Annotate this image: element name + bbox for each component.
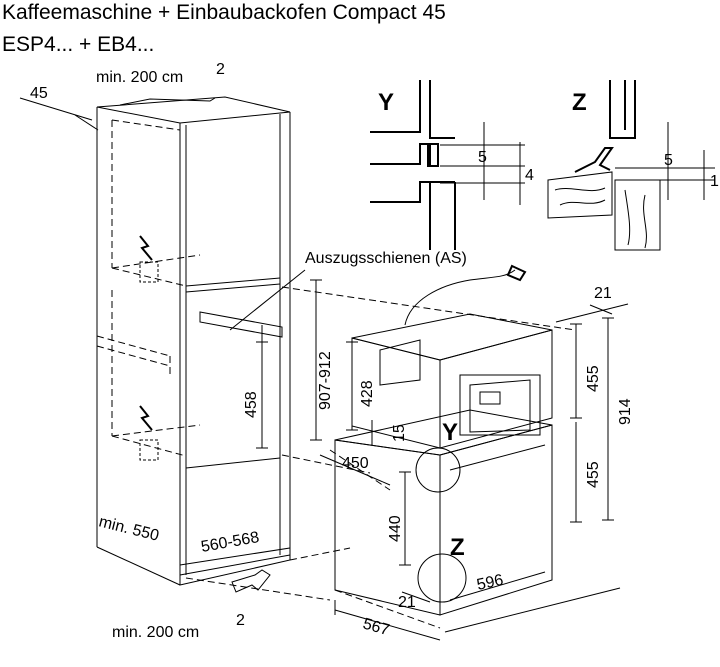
dim-560-568: 560-568: [200, 529, 261, 556]
electric-symbol-upper: [139, 235, 153, 261]
detail-y-dim-4: 4: [525, 167, 534, 184]
detail-z-marker-circle: [417, 553, 467, 603]
vent-top-label: min. 200 cm: [96, 69, 183, 86]
vent-bottom-sup: 2: [236, 612, 245, 629]
detail-y-dim-5: 5: [478, 149, 487, 166]
diagram-title-line1: Kaffeemaschine + Einbaubackofen Compact …: [2, 1, 446, 24]
diagram-title-line2: ESP4... + EB4...: [2, 33, 155, 56]
detail-z-dim-5: 5: [664, 152, 673, 169]
dim-907-912: 907-912: [317, 351, 334, 410]
detail-z: [547, 80, 715, 251]
dimension-lines: [19, 97, 629, 641]
detail-y-marker-circle: [415, 447, 461, 493]
y-marker-label: Y: [442, 419, 458, 446]
dim-914: 914: [617, 398, 634, 425]
rails-label: Auszugsschienen (AS): [305, 250, 467, 267]
tall-cabinet: [96, 96, 291, 593]
vent-top-sup: 2: [216, 61, 225, 78]
vent-bottom-label: min. 200 cm: [112, 624, 199, 641]
dim-45: 45: [30, 85, 48, 102]
dim-455-upper: 455: [585, 365, 602, 392]
dim-450: 450: [342, 455, 369, 472]
dim-455-lower: 455: [585, 461, 602, 488]
detail-y: [370, 80, 525, 250]
dim-21-top: 21: [594, 285, 612, 302]
dim-428: 428: [359, 380, 376, 407]
rail-drawing: [199, 269, 306, 345]
z-marker-label: Z: [450, 534, 465, 561]
detail-z-label: Z: [572, 89, 587, 116]
detail-z-dim-1: 1: [710, 173, 719, 190]
electric-symbol-lower: [139, 405, 153, 431]
dim-440: 440: [387, 515, 404, 542]
appliance-stack: [334, 264, 553, 616]
dim-21-bottom: 21: [398, 594, 416, 611]
dim-458: 458: [243, 391, 260, 418]
dim-15: 15: [391, 424, 408, 442]
detail-y-label: Y: [378, 89, 394, 116]
dim-567: 567: [361, 616, 391, 640]
dim-min-550: min. 550: [97, 513, 161, 544]
dim-596: 596: [475, 572, 505, 594]
projection-lines: [185, 286, 576, 629]
